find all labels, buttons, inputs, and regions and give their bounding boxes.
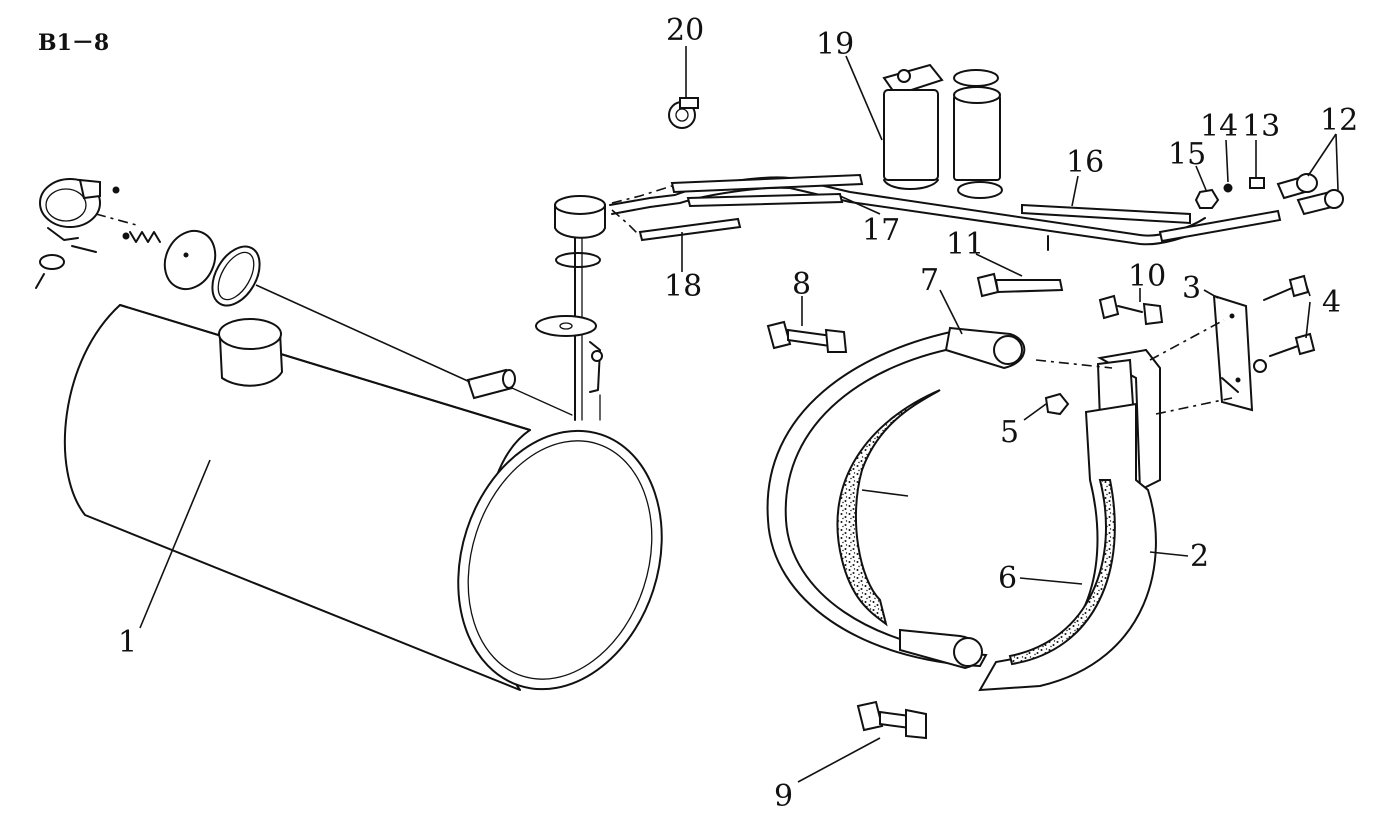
bolt-part-10 [1098, 294, 1164, 326]
pipe-fittings-12-15 [1194, 173, 1344, 216]
callout-4: 4 [1322, 285, 1341, 320]
callout-5: 5 [1000, 415, 1019, 450]
callout-12: 12 [1320, 103, 1358, 138]
strap-bracket-part-2 [978, 348, 1161, 692]
alignment-line [1155, 397, 1233, 415]
callout-6: 6 [998, 561, 1017, 596]
callout-1: 1 [118, 625, 137, 660]
callout-10: 10 [1128, 259, 1166, 294]
nut-part-5 [1044, 392, 1070, 416]
fuel-sender-unit [535, 195, 606, 421]
bolt-part-11 [976, 272, 1064, 298]
callout-labels: 1 2 3 4 5 6 7 8 9 10 11 12 13 14 15 16 1… [118, 13, 1358, 814]
bolt-part-8 [766, 320, 848, 353]
alignment-line [95, 213, 141, 227]
callout-11: 11 [946, 227, 984, 262]
leader-lines [139, 46, 1339, 783]
callout-3: 3 [1182, 271, 1201, 306]
alignment-line [1149, 319, 1225, 361]
callout-9: 9 [774, 779, 793, 814]
bolts-part-4 [1253, 274, 1316, 373]
callout-13: 13 [1242, 109, 1280, 144]
callout-2: 2 [1190, 539, 1209, 574]
figure-code: B1－8 [38, 30, 109, 56]
bolt-part-9 [856, 700, 927, 740]
bracket-plate-part-3 [1212, 294, 1254, 412]
callout-20: 20 [666, 13, 704, 48]
alignment-line [1035, 359, 1113, 369]
callout-19: 19 [816, 27, 854, 62]
fuel-filter-part-19 [882, 63, 1003, 199]
tank-strap-part-7 [766, 326, 1026, 670]
callout-16: 16 [1066, 145, 1104, 180]
callout-7: 7 [920, 263, 939, 298]
callout-15: 15 [1168, 137, 1206, 172]
callout-17: 17 [862, 213, 900, 248]
hose-clamp-part-20 [668, 97, 699, 129]
callout-14: 14 [1200, 109, 1238, 144]
filler-cap-assembly [35, 178, 471, 383]
callout-8: 8 [792, 267, 811, 302]
fuel-pipes [609, 173, 1282, 251]
fuel-tank-part-1 [63, 304, 663, 691]
callout-18: 18 [664, 269, 702, 304]
